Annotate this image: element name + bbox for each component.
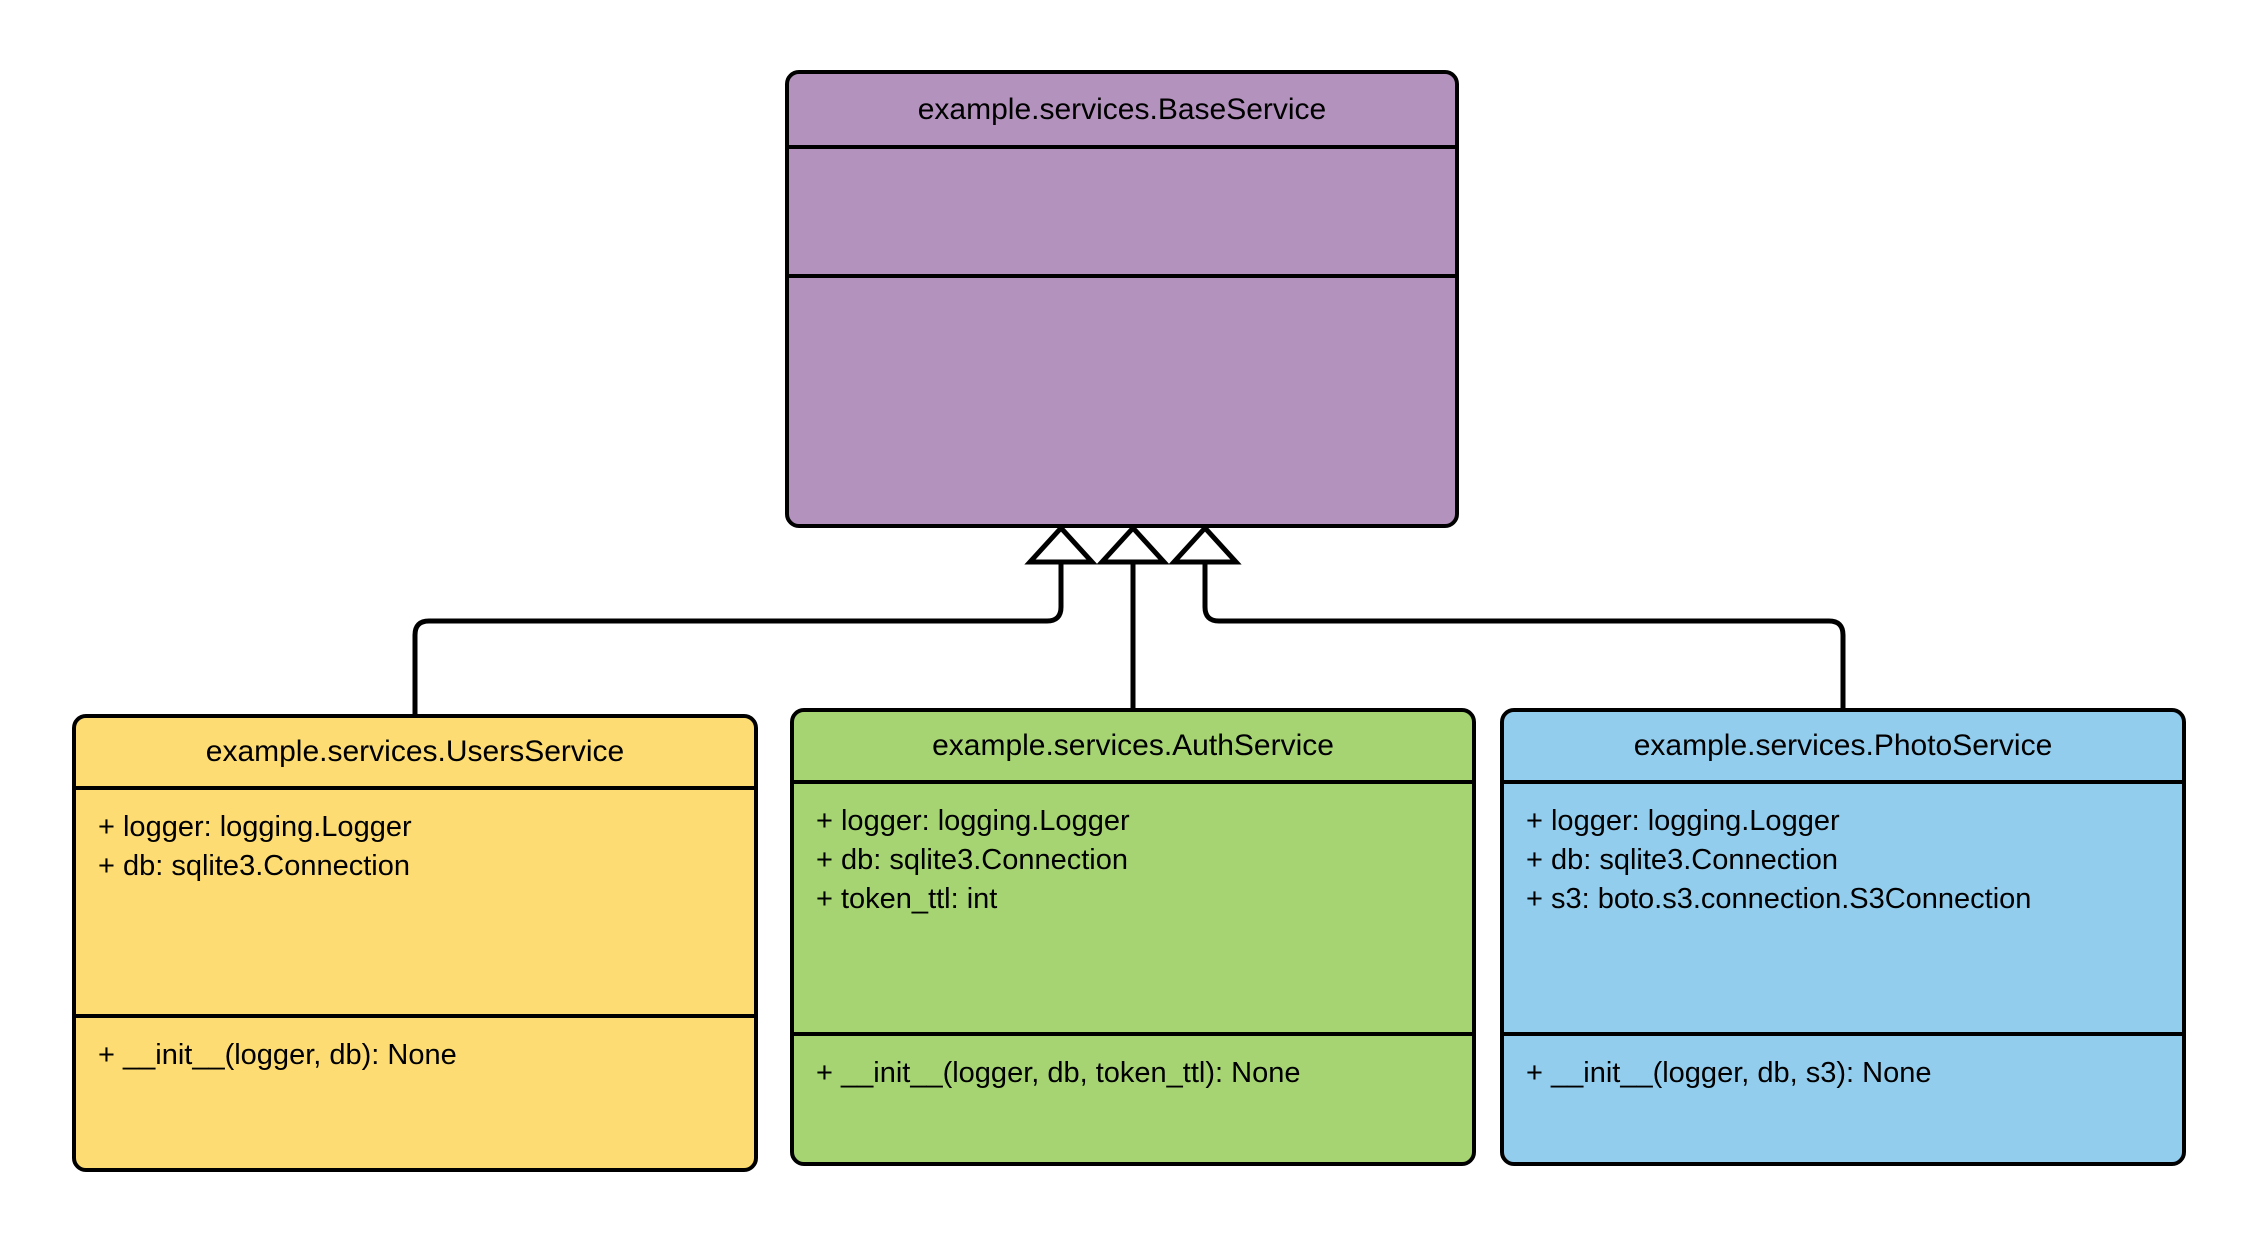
uml-class-base-service[interactable]: example.services.BaseService xyxy=(785,70,1459,528)
attribute-row: + db: sqlite3.Connection xyxy=(98,849,410,882)
compartment-divider xyxy=(789,274,1455,278)
compartment-divider xyxy=(1504,1032,2182,1036)
class-name-base-service: example.services.BaseService xyxy=(917,92,1327,126)
attribute-row: + db: sqlite3.Connection xyxy=(1526,843,1838,876)
attribute-row: + db: sqlite3.Connection xyxy=(816,843,1128,876)
compartment-divider xyxy=(76,786,754,790)
method-row: + __init__(logger, db, token_ttl): None xyxy=(816,1057,1301,1089)
methods-compartment-users-service: + __init__(logger, db): None xyxy=(76,1018,754,1168)
attributes-compartment-users-service: + logger: logging.Logger + db: sqlite3.C… xyxy=(76,790,754,1014)
edge-photo-to-base xyxy=(1168,524,1846,708)
inheritance-triangle-users xyxy=(1024,524,1098,565)
inheritance-triangle-auth xyxy=(1096,524,1170,565)
attribute-row: + logger: logging.Logger xyxy=(816,805,1130,837)
compartment-divider xyxy=(794,1032,1472,1036)
class-name-auth-service: example.services.AuthService xyxy=(932,729,1334,762)
compartment-divider xyxy=(76,1014,754,1018)
attribute-row: + logger: logging.Logger xyxy=(1526,805,1840,837)
edge-line-photo xyxy=(1202,561,1846,708)
edge-users-to-base xyxy=(412,524,1098,714)
attributes-compartment-base-service xyxy=(789,149,1455,274)
compartment-divider xyxy=(1504,780,2182,784)
uml-class-photo-service[interactable]: example.services.PhotoService + logger: … xyxy=(1500,708,2186,1166)
class-name-photo-service: example.services.PhotoService xyxy=(1633,729,2053,762)
attributes-compartment-auth-service: + logger: logging.Logger + db: sqlite3.C… xyxy=(794,784,1472,1032)
edge-line-users xyxy=(412,561,1064,714)
attribute-row: + token_ttl: int xyxy=(816,882,998,915)
methods-compartment-auth-service: + __init__(logger, db, token_ttl): None xyxy=(794,1036,1472,1162)
uml-class-auth-service[interactable]: example.services.AuthService + logger: l… xyxy=(790,708,1476,1166)
attribute-row: + logger: logging.Logger xyxy=(98,811,412,843)
compartment-divider xyxy=(789,145,1455,149)
compartment-divider xyxy=(794,780,1472,784)
methods-compartment-base-service xyxy=(789,278,1455,524)
attribute-row: + s3: boto.s3.connection.S3Connection xyxy=(1526,882,2032,915)
method-row: + __init__(logger, db): None xyxy=(98,1039,457,1071)
attributes-compartment-photo-service: + logger: logging.Logger + db: sqlite3.C… xyxy=(1504,784,2182,1032)
method-row: + __init__(logger, db, s3): None xyxy=(1526,1057,1932,1089)
inheritance-triangle-photo xyxy=(1168,524,1242,565)
edge-auth-to-base xyxy=(1096,524,1170,708)
uml-class-users-service[interactable]: example.services.UsersService + logger: … xyxy=(72,714,758,1172)
class-name-users-service: example.services.UsersService xyxy=(205,735,625,768)
methods-compartment-photo-service: + __init__(logger, db, s3): None xyxy=(1504,1036,2182,1162)
